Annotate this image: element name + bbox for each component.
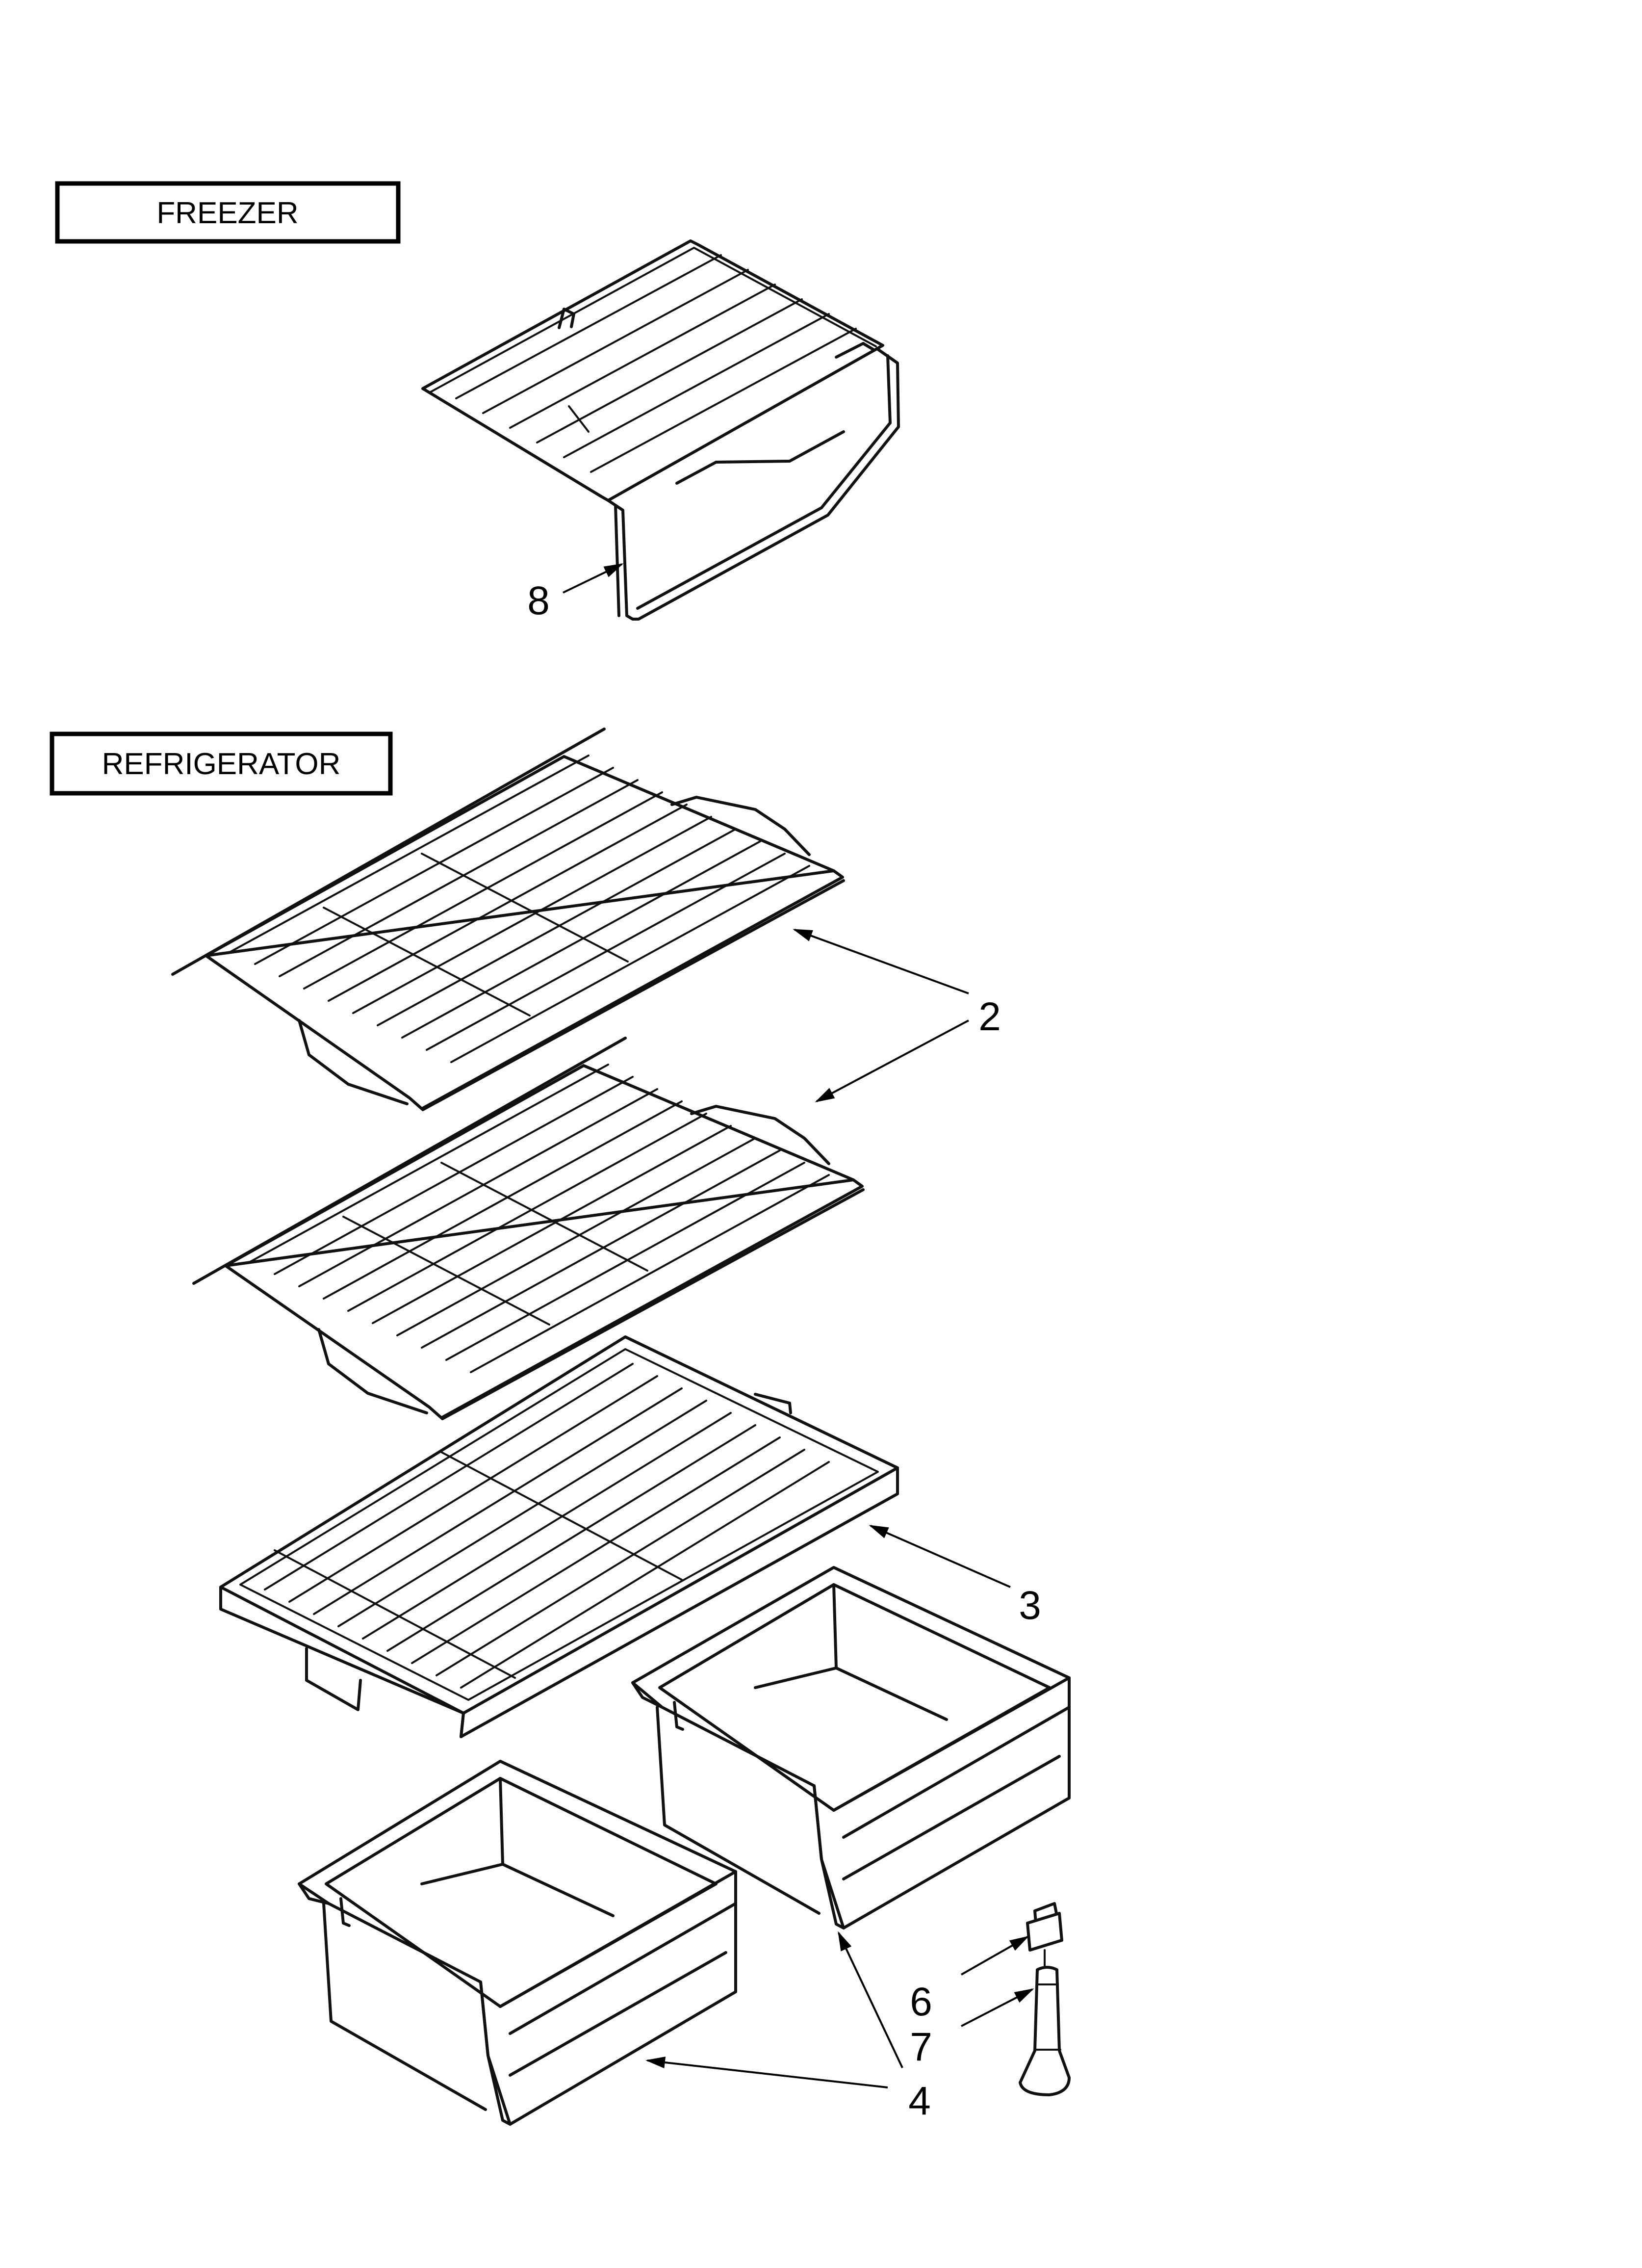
freezer-label-box <box>55 181 401 244</box>
leader-7 <box>961 1988 1034 2027</box>
part-6-clip <box>1026 1902 1063 1968</box>
callout-6: 6 <box>910 1980 932 2024</box>
wire-shelf-upper <box>171 728 845 1111</box>
callout-3: 3 <box>1019 1583 1041 1628</box>
refrigerator-label: REFRIGERATOR <box>102 747 341 781</box>
callout-2: 2 <box>978 994 1001 1039</box>
callout-7: 7 <box>910 2025 932 2069</box>
crisper-cover <box>219 1335 899 1738</box>
freezer-wire-shelf <box>421 239 900 621</box>
leader-8 <box>563 563 624 594</box>
crisper-drawer-right <box>631 1566 1071 1929</box>
callout-4: 4 <box>908 2079 931 2123</box>
leader-3 <box>869 1525 1011 1588</box>
callout-8: 8 <box>527 578 550 623</box>
leader-4b <box>838 1931 903 2068</box>
leader-6 <box>961 1936 1029 1976</box>
freezer-label: FREEZER <box>156 196 298 230</box>
leader-4a <box>645 2057 888 2088</box>
refrigerator-section: REFRIGERATOR <box>50 728 1071 2126</box>
part-7-foot <box>1019 1966 1071 2096</box>
leader-2b <box>815 1019 969 1102</box>
freezer-section: FREEZER 8 <box>55 181 900 623</box>
crisper-drawer-left <box>298 1760 737 2126</box>
leader-2a <box>793 929 969 994</box>
refrigerator-label-box <box>50 731 393 796</box>
wire-shelf-lower <box>192 1037 865 1420</box>
